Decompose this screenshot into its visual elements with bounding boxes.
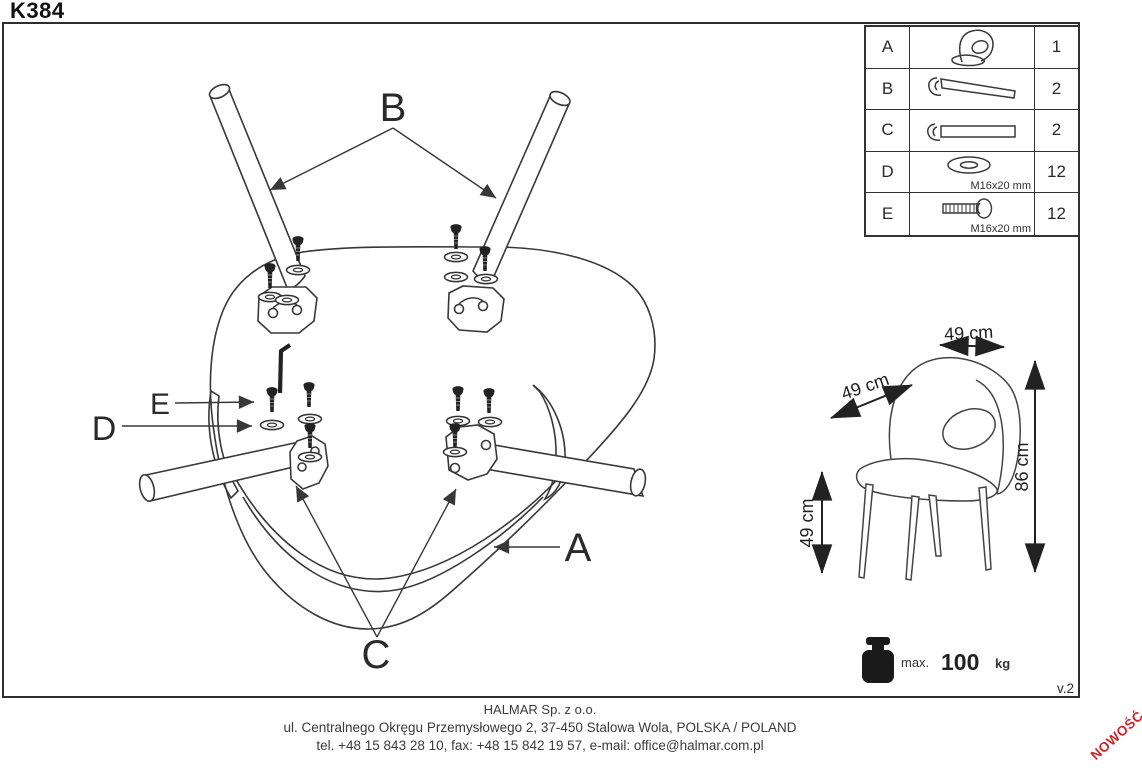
seat-inner-arc-1 — [225, 460, 570, 580]
seat-assembly — [138, 83, 656, 630]
chair-seat-icon — [951, 29, 994, 67]
left-flap — [208, 389, 240, 500]
footer-company: HALMAR Sp. z o.o. — [483, 702, 597, 717]
footer: HALMAR Sp. z o.o. ul. Centralnego Okręgu… — [0, 701, 1080, 755]
right-flap — [532, 384, 566, 501]
dim-total-height: 86 cm — [1012, 442, 1032, 491]
max-load: max. 100 kg — [862, 637, 1010, 683]
part-row-icon-cell — [910, 27, 1034, 69]
dim-seat-height: 49 cm — [797, 498, 817, 547]
rear-leg-icon — [928, 77, 1016, 99]
dimension-arrows — [811, 335, 1046, 575]
part-row-letter: D — [866, 151, 910, 193]
dim-width: 49 cm — [944, 322, 994, 345]
max-load-value: 100 — [941, 649, 979, 675]
max-load-unit: kg — [995, 656, 1010, 671]
version-label: v.2 — [1056, 681, 1074, 696]
mounting-plate-bottom-right — [445, 424, 498, 481]
part-row-icon-cell: M16x20 mm — [910, 193, 1034, 235]
weight-icon — [862, 637, 894, 683]
part-spec: M16x20 mm — [970, 222, 1031, 235]
callout-labels: B E D A C — [92, 86, 592, 677]
washer-part-icon — [947, 156, 991, 174]
part-row-qty: 2 — [1034, 68, 1078, 110]
part-row-qty: 2 — [1034, 110, 1078, 152]
page-title: K384 — [10, 0, 65, 23]
dimension-chair — [855, 356, 1021, 581]
seat-inner-arc-2 — [242, 496, 544, 593]
front-leg-icon — [927, 123, 1016, 142]
footer-contact: tel. +48 15 843 28 10, fax: +48 15 842 1… — [316, 738, 764, 753]
part-spec: M16x20 mm — [970, 180, 1031, 192]
part-row-letter: A — [866, 27, 910, 69]
dim-depth: 49 cm — [839, 369, 892, 404]
bolt-part-icon — [942, 198, 993, 219]
part-row-letter: E — [866, 193, 910, 235]
label-C: C — [362, 633, 391, 677]
allen-key-icon — [277, 343, 292, 394]
part-row-qty: 12 — [1034, 151, 1078, 193]
max-load-prefix: max. — [901, 655, 929, 670]
footer-address: ul. Centralnego Okręgu Przemysłowego 2, … — [283, 720, 797, 735]
label-E: E — [150, 388, 170, 421]
part-row-qty: 12 — [1034, 193, 1078, 235]
label-A: A — [565, 526, 592, 570]
parts-table: A 1 B 2 C — [864, 25, 1080, 237]
callouts — [122, 127, 560, 638]
rear-leg-left — [208, 83, 306, 291]
part-row-icon-cell: M16x20 mm — [910, 152, 1034, 193]
part-row-qty: 1 — [1034, 27, 1078, 69]
part-row-letter: C — [866, 110, 910, 152]
label-D: D — [92, 410, 117, 448]
part-row-icon-cell — [910, 69, 1034, 110]
seat-shell-outline — [209, 245, 656, 630]
mounting-plate-top-right — [447, 285, 505, 333]
label-B: B — [380, 86, 407, 130]
part-row-icon-cell — [910, 110, 1034, 152]
part-row-letter: B — [866, 68, 910, 110]
